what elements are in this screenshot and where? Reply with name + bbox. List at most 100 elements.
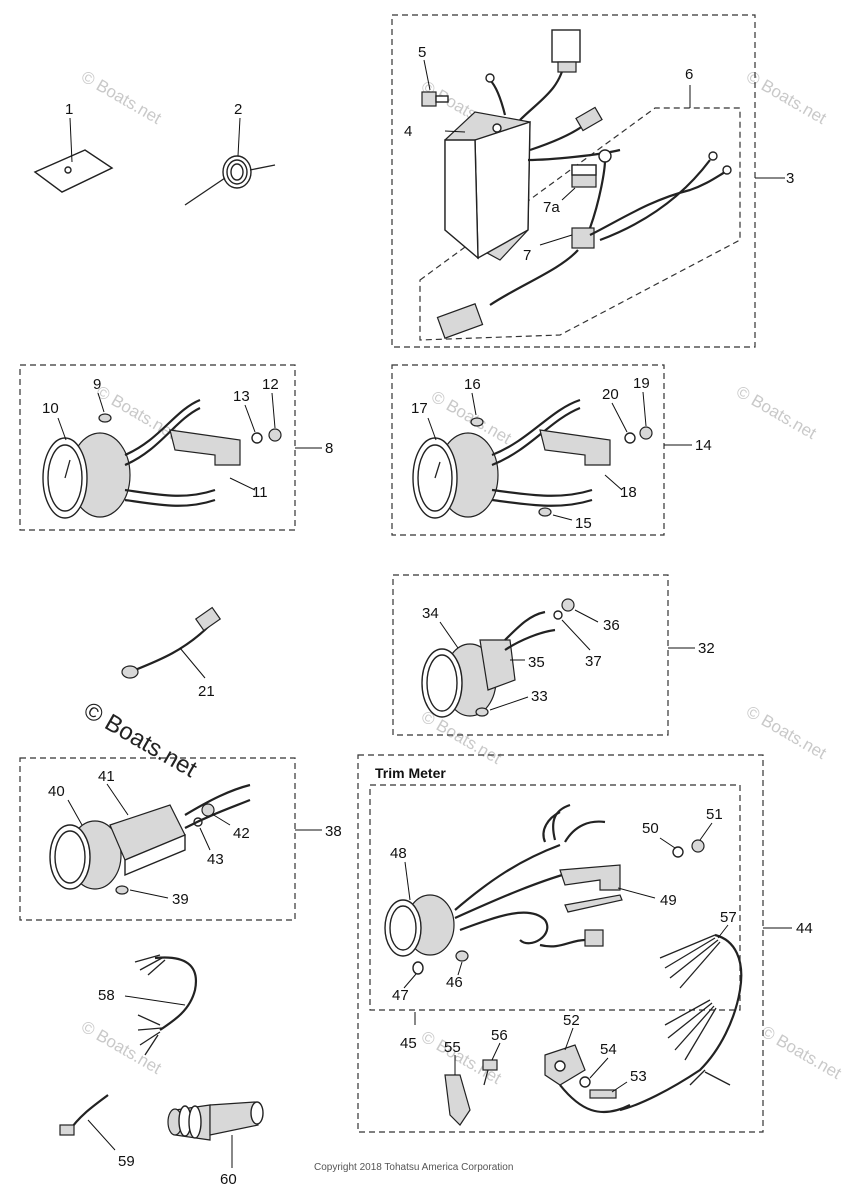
- leader-20: [611, 402, 628, 433]
- group-38-box: [19, 757, 296, 921]
- callout-20: 20: [602, 386, 619, 403]
- leader-47: [403, 973, 417, 989]
- callout-37: 37: [585, 653, 602, 670]
- part-21-cable: [121, 606, 222, 679]
- callout-8: 8: [325, 440, 333, 457]
- leader-36: [574, 609, 599, 623]
- watermark: © Boats.net: [733, 382, 820, 443]
- part-7a-relay: [571, 164, 597, 188]
- callout-32: 32: [698, 640, 715, 657]
- part-5-screw: [421, 59, 449, 107]
- callout-5: 5: [418, 44, 426, 61]
- part-41-housing: [109, 804, 186, 877]
- callout-4: 4: [404, 123, 412, 140]
- leader-39: [129, 889, 169, 899]
- part-11-bracket: [169, 429, 241, 466]
- callout-60: 60: [220, 1171, 237, 1188]
- group-45-box: [369, 784, 741, 1011]
- leader-41: [106, 783, 129, 816]
- part-1-clip: [33, 117, 114, 193]
- callout-54: 54: [600, 1041, 617, 1058]
- leader-12: [271, 392, 276, 429]
- part-56-screw: [482, 1042, 501, 1086]
- callout-2: 2: [234, 101, 242, 118]
- part-17-meter: [412, 398, 593, 519]
- callout-10: 10: [42, 400, 59, 417]
- part-47-cap: [412, 961, 424, 975]
- part-10-tachometer: [42, 398, 216, 519]
- callout-13: 13: [233, 388, 250, 405]
- part-39-bulb: [115, 885, 129, 895]
- part-16-bulb: [470, 417, 484, 427]
- leader-15: [552, 514, 573, 521]
- part-6-harness: [436, 149, 732, 339]
- callout-40: 40: [48, 783, 65, 800]
- part-20-washer: [624, 432, 636, 444]
- callout-3: 3: [786, 170, 794, 187]
- group-38-wires: [184, 798, 251, 829]
- callout-53: 53: [630, 1068, 647, 1085]
- leader-4: [444, 130, 466, 133]
- leader-7: [539, 234, 573, 246]
- part-46-bulb: [455, 950, 469, 962]
- callout-labels: 1 2 3 4 5 6 7 7a 8 9 10 11 12 13 14 15 1…: [42, 44, 813, 1188]
- watermark: © Boats.net: [743, 67, 830, 128]
- leader-13: [244, 404, 256, 433]
- leader-16: [471, 392, 477, 416]
- part-34-meter: [421, 610, 556, 718]
- part-13-washer: [251, 432, 263, 444]
- group-44-box: [357, 754, 764, 1133]
- callout-41: 41: [98, 768, 115, 785]
- leader-17: [427, 417, 437, 441]
- watermark: © Boats.net: [418, 707, 505, 768]
- callout-19: 19: [633, 375, 650, 392]
- leader-18: [604, 474, 623, 491]
- leader-10: [57, 417, 67, 441]
- leader-43: [199, 827, 211, 851]
- part-52-switch: [544, 1027, 631, 1114]
- group-title: Trim Meter: [375, 765, 446, 781]
- callout-42: 42: [233, 825, 250, 842]
- group-32-box: [392, 574, 669, 736]
- callout-51: 51: [706, 806, 723, 823]
- callout-46: 46: [446, 974, 463, 991]
- callout-9: 9: [93, 376, 101, 393]
- leader-46: [457, 961, 463, 976]
- callout-12: 12: [262, 376, 279, 393]
- part-3-wires: [485, 29, 621, 162]
- part-54-washer: [579, 1057, 609, 1088]
- callout-6: 6: [685, 66, 693, 83]
- callout-44: 44: [796, 920, 813, 937]
- leader-51: [699, 822, 713, 841]
- callout-52: 52: [563, 1012, 580, 1029]
- watermark: © Boats.net: [758, 1022, 845, 1083]
- part-18-bracket: [539, 429, 611, 466]
- part-50-washer: [672, 846, 684, 858]
- part-37-washer: [553, 610, 563, 620]
- callout-15: 15: [575, 515, 592, 532]
- callout-14: 14: [695, 437, 712, 454]
- leader-42: [211, 813, 231, 826]
- part-33-bulb: [475, 707, 489, 717]
- leader-34: [439, 621, 459, 649]
- part-53-screw: [589, 1081, 628, 1099]
- callout-18: 18: [620, 484, 637, 501]
- part-9-bulb: [98, 413, 112, 423]
- group-3-box: [391, 14, 756, 348]
- leader-49: [617, 887, 656, 899]
- leader-33: [489, 696, 529, 711]
- callout-50: 50: [642, 820, 659, 837]
- part-60-fitting: [167, 1101, 264, 1168]
- part-57-harness: [619, 924, 743, 1112]
- callout-1: 1: [65, 101, 73, 118]
- callout-17: 17: [411, 400, 428, 417]
- leader-48: [404, 861, 411, 901]
- callout-55: 55: [444, 1039, 461, 1056]
- leader-7a: [561, 187, 576, 201]
- part-2-spring: [184, 117, 276, 206]
- callout-16: 16: [464, 376, 481, 393]
- part-51-nut: [691, 839, 705, 853]
- callout-57: 57: [720, 909, 737, 926]
